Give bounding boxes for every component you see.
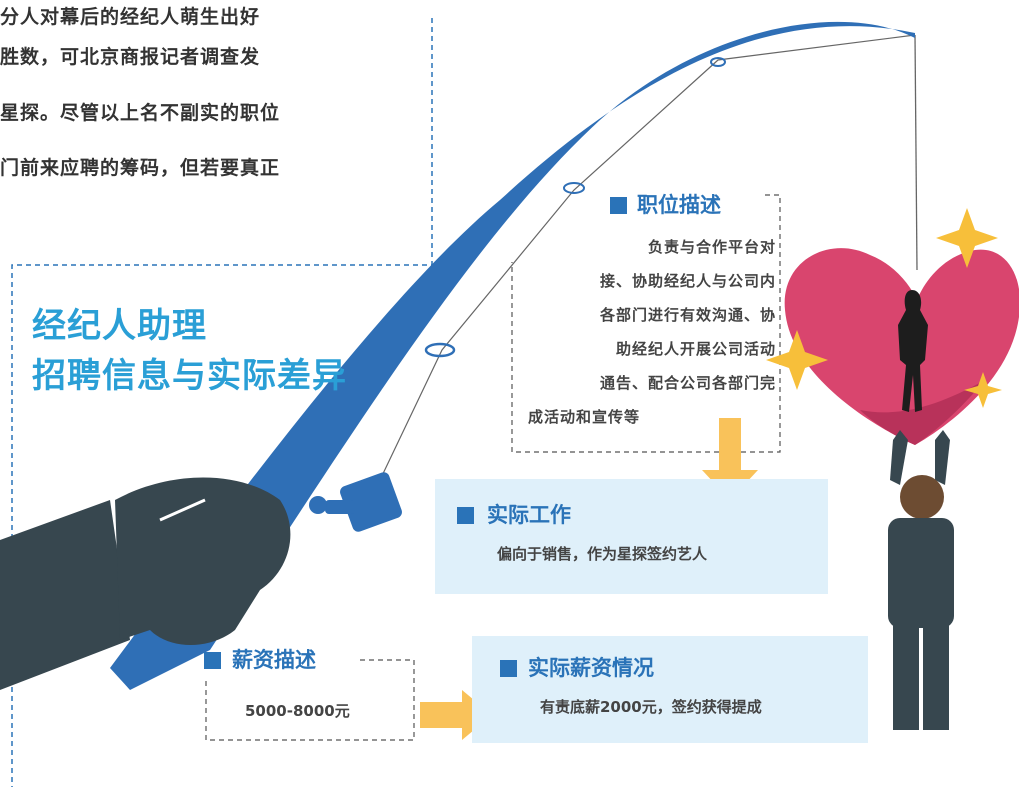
job-description-line: 各部门进行有效沟通、协 (599, 306, 776, 324)
job-description-line: 助经纪人开展公司活动 (615, 340, 776, 358)
job-description-line: 成活动和宣传等 (528, 408, 641, 426)
sparkle-icon (964, 372, 1002, 408)
person-icon (888, 430, 954, 730)
actual-salary-box: 实际薪资情况 有责底薪2000元，签约获得提成 (472, 636, 868, 743)
heading-square-icon (610, 197, 627, 214)
job-description-line: 接、协助经纪人与公司内 (599, 272, 776, 290)
hand-icon (0, 477, 291, 690)
actual-salary-heading: 实际薪资情况 (528, 656, 654, 680)
job-description-line: 负责与合作平台对 (647, 238, 776, 256)
actual-work-text: 偏向于销售，作为星探签约艺人 (497, 545, 708, 563)
title-line-2: 招聘信息与实际差异 (32, 356, 347, 396)
salary-description-heading: 薪资描述 (232, 648, 316, 672)
fishing-line (914, 34, 918, 271)
salary-description-text: 5000-8000元 (245, 702, 350, 720)
intro-line: 星探。尽管以上名不副实的职位 (0, 102, 281, 124)
heading-square-icon (500, 660, 517, 677)
heading-square-icon (204, 652, 221, 669)
job-description-line: 通告、配合公司各部门完 (599, 374, 776, 392)
intro-line: 胜数，可北京商报记者调查发 (0, 46, 261, 68)
actual-salary-text: 有责底薪2000元，签约获得提成 (540, 698, 762, 716)
sparkle-icon (766, 330, 828, 390)
job-description-heading: 职位描述 (637, 193, 721, 217)
job-dashed-border (511, 194, 781, 453)
intro-line: 门前来应聘的筹码，但若要真正 (0, 157, 281, 179)
silhouette-icon (898, 290, 928, 412)
rod-guide-lines (379, 34, 916, 481)
actual-work-heading: 实际工作 (487, 503, 571, 527)
actual-work-box: 实际工作 偏向于销售，作为星探签约艺人 (435, 479, 828, 594)
heading-square-icon (457, 507, 474, 524)
title-line-1: 经纪人助理 (32, 306, 207, 346)
intro-dashed-border (11, 18, 433, 787)
sparkle-icon (936, 208, 998, 268)
salary-dashed-border (205, 659, 415, 741)
intro-line: 分人对幕后的经纪人萌生出好 (0, 6, 261, 28)
